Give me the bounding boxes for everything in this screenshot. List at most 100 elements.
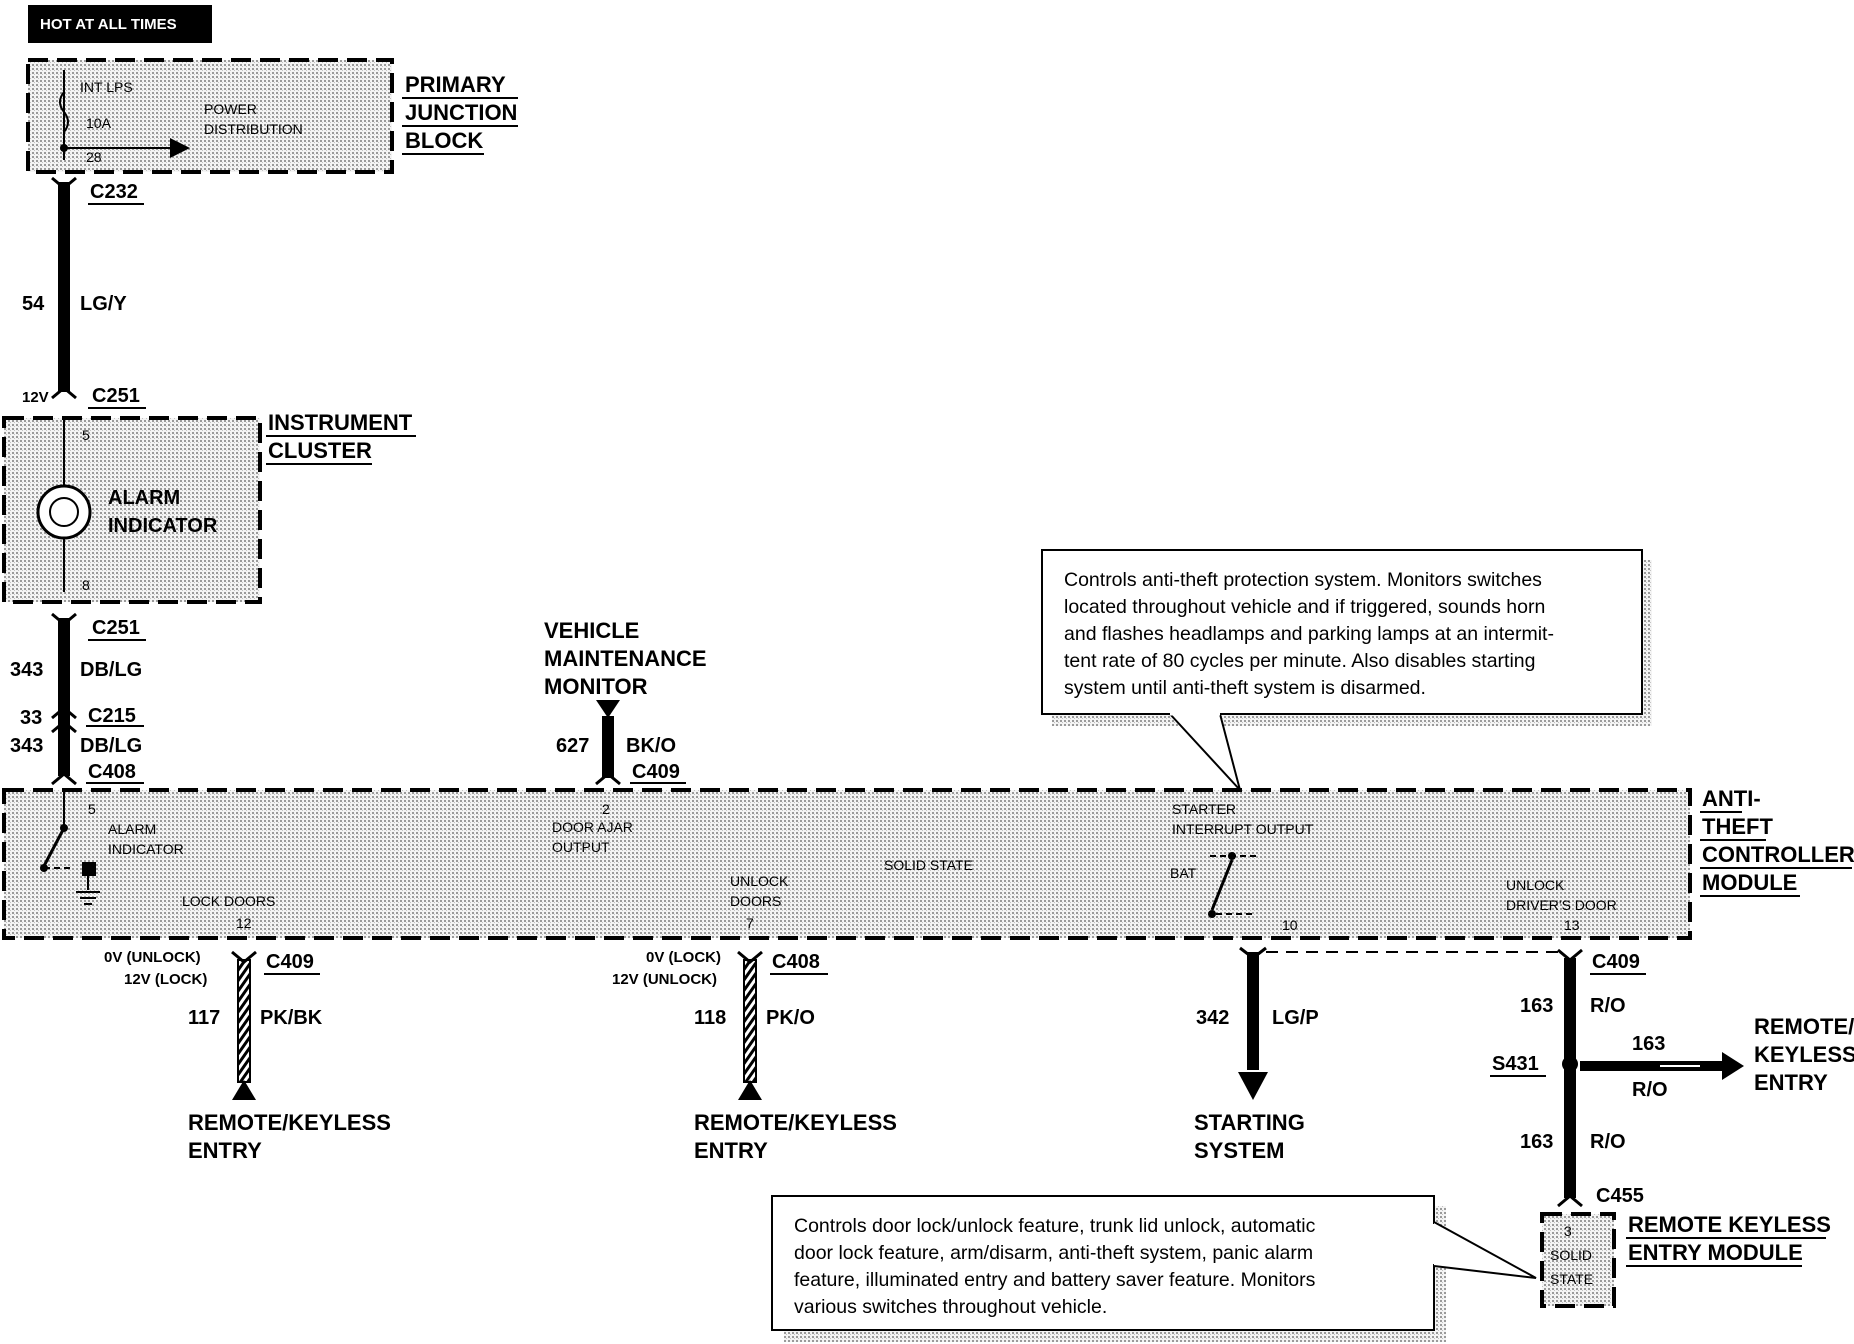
starting-system-line-1: STARTING xyxy=(1194,1110,1305,1135)
connector-c251-top-label: C251 xyxy=(92,385,140,407)
rke-desc-line-3: feature, illuminated entry and battery s… xyxy=(794,1269,1316,1291)
wire-163b-circuit: 163 xyxy=(1632,1033,1665,1055)
ground-icon xyxy=(76,891,100,905)
anti-theft-desc-line-2: located throughout vehicle and if trigge… xyxy=(1064,596,1545,618)
connector-c251-bottom-label: C251 xyxy=(92,617,140,639)
connector-c455-label: C455 xyxy=(1596,1185,1644,1207)
primary-junction-block-title-1: PRIMARY xyxy=(405,72,506,97)
instrument-cluster-title-1: INSTRUMENT xyxy=(268,410,413,435)
connector-c408-icon xyxy=(51,772,77,786)
wire-163c-color: R/O xyxy=(1590,1131,1626,1153)
vmm-line-2: MAINTENANCE xyxy=(544,646,707,671)
connector-c409-driver-icon xyxy=(1557,948,1583,962)
splice-s431-label: S431 xyxy=(1492,1053,1539,1075)
wire-163b-color: R/O xyxy=(1632,1079,1668,1101)
starter-line-1: STARTER xyxy=(1172,801,1236,817)
hot-at-all-times-badge: HOT AT ALL TIMES xyxy=(28,5,212,43)
wire-117: 0V (UNLOCK) 12V (LOCK) C409 117 PK/BK RE… xyxy=(104,949,391,1163)
connector-c232-icon xyxy=(51,176,77,190)
starting-system-line-2: SYSTEM xyxy=(1194,1138,1284,1163)
wire-163: C409 163 R/O S431 163 R/O 163 R/O REMOTE… xyxy=(1490,948,1854,1208)
rke-module-title-1: REMOTE KEYLESS xyxy=(1628,1212,1831,1237)
wire-54: C232 54 LG/Y 12V C251 xyxy=(22,176,146,409)
rke-desc-line-2: door lock feature, arm/disarm, anti-thef… xyxy=(794,1242,1313,1264)
alarm-switch-icon xyxy=(42,827,66,867)
rke-3-line-1: REMOTE/ xyxy=(1754,1014,1854,1039)
instrument-cluster: 5 8 ALARM INDICATOR INSTRUMENT CLUSTER xyxy=(2,410,416,604)
connector-c215-icon xyxy=(51,706,77,720)
fuse-symbol-icon xyxy=(59,91,69,133)
wire-627-circuit: 627 xyxy=(556,735,589,757)
connector-c408-unlock-icon xyxy=(737,950,763,964)
wire-118-circuit: 118 xyxy=(694,1007,726,1029)
wire-118-color: PK/O xyxy=(766,1007,815,1029)
power-distribution-line-1: POWER xyxy=(204,101,257,117)
vehicle-maintenance-monitor: VEHICLE MAINTENANCE MONITOR 627 BK/O C40… xyxy=(544,618,707,786)
lock-doors-label: LOCK DOORS xyxy=(182,893,275,909)
connector-c251-bottom-icon xyxy=(51,612,77,626)
wire-343b-circuit: 343 xyxy=(10,735,43,757)
rke-3-line-2: KEYLESS xyxy=(1754,1042,1854,1067)
anti-theft-title-3: CONTROLLER xyxy=(1702,842,1854,867)
vmm-line-3: MONITOR xyxy=(544,674,648,699)
bat-label: BAT xyxy=(1170,865,1197,881)
remote-keyless-entry-module: 3 SOLID STATE REMOTE KEYLESS ENTRY MODUL… xyxy=(1540,1212,1831,1308)
primary-junction-block-title-3: BLOCK xyxy=(405,128,483,153)
rke-solid-line-1: SOLID xyxy=(1550,1247,1592,1263)
lock-doors-pin: 12 xyxy=(236,915,252,931)
rke-module-pin: 3 xyxy=(1564,1223,1572,1239)
wire-118-state-2: 12V (UNLOCK) xyxy=(612,971,717,988)
unlock-driver-pin: 13 xyxy=(1564,917,1580,933)
connector-c455-icon xyxy=(1557,1194,1583,1208)
remote-keyless-connector-2-icon xyxy=(738,1080,762,1100)
voltage-12v: 12V xyxy=(22,389,49,406)
rke-desc-line-4: various switches throughout vehicle. xyxy=(794,1296,1107,1318)
starting-system-arrow-icon xyxy=(1238,1072,1268,1100)
module-alarm-line-2: INDICATOR xyxy=(108,841,184,857)
fuse-pin: 28 xyxy=(86,149,102,165)
wire-54-color: LG/Y xyxy=(80,293,127,315)
unlock-doors-line-1: UNLOCK xyxy=(730,873,789,889)
vmm-connector-icon xyxy=(596,700,620,718)
connector-c408-top-label: C408 xyxy=(88,761,136,783)
anti-theft-desc-line-3: and flashes headlamps and parking lamps … xyxy=(1064,623,1554,645)
cluster-alarm-line-1: ALARM xyxy=(108,487,180,509)
rke-1-line-2: ENTRY xyxy=(188,1138,262,1163)
vmm-line-1: VEHICLE xyxy=(544,618,639,643)
wire-33-circuit: 33 xyxy=(20,707,42,729)
connector-c409-vmm-label: C409 xyxy=(632,761,680,783)
rke-module-title-2: ENTRY MODULE xyxy=(1628,1240,1803,1265)
cluster-pin-8: 8 xyxy=(82,577,90,593)
alarm-indicator-lamp-icon xyxy=(36,484,92,540)
connector-c409-vmm-icon xyxy=(595,772,621,786)
wire-54-circuit: 54 xyxy=(22,293,45,315)
rke-desc-line-1: Controls door lock/unlock feature, trunk… xyxy=(794,1215,1316,1237)
wire-342-circuit: 342 xyxy=(1196,1007,1229,1029)
anti-theft-desc-line-1: Controls anti-theft protection system. M… xyxy=(1064,569,1542,591)
module-alarm-line-1: ALARM xyxy=(108,821,156,837)
anti-theft-controller-module: 5 ALARM INDICATOR 2 DOOR AJAR OUTPUT LOC… xyxy=(2,786,1854,940)
unlock-driver-line-2: DRIVER'S DOOR xyxy=(1506,897,1617,913)
rke-2-line-2: ENTRY xyxy=(694,1138,768,1163)
hot-at-all-times-text: HOT AT ALL TIMES xyxy=(40,16,177,33)
wire-343b-color: DB/LG xyxy=(80,735,142,757)
wire-163c-circuit: 163 xyxy=(1520,1131,1553,1153)
connector-c409-lock-label: C409 xyxy=(266,951,314,973)
power-distribution-line-2: DISTRIBUTION xyxy=(204,121,303,137)
wire-342-color: LG/P xyxy=(1272,1007,1319,1029)
door-ajar-line-2: OUTPUT xyxy=(552,839,610,855)
door-ajar-pin: 2 xyxy=(602,801,610,817)
instrument-cluster-title-2: CLUSTER xyxy=(268,438,372,463)
wire-117-state-2: 12V (LOCK) xyxy=(124,971,207,988)
rke-solid-line-2: STATE xyxy=(1550,1271,1593,1287)
anti-theft-title-2: THEFT xyxy=(1702,814,1773,839)
remote-keyless-arrow-icon xyxy=(1722,1052,1744,1080)
wire-117-circuit: 117 xyxy=(188,1007,220,1029)
cluster-alarm-line-2: INDICATOR xyxy=(108,515,218,537)
wire-117-color: PK/BK xyxy=(260,1007,323,1029)
wire-627-color: BK/O xyxy=(626,735,676,757)
remote-keyless-callout: Controls door lock/unlock feature, trunk… xyxy=(771,1195,1537,1342)
wire-163a-circuit: 163 xyxy=(1520,995,1553,1017)
fuse-rating: 10A xyxy=(86,115,112,131)
